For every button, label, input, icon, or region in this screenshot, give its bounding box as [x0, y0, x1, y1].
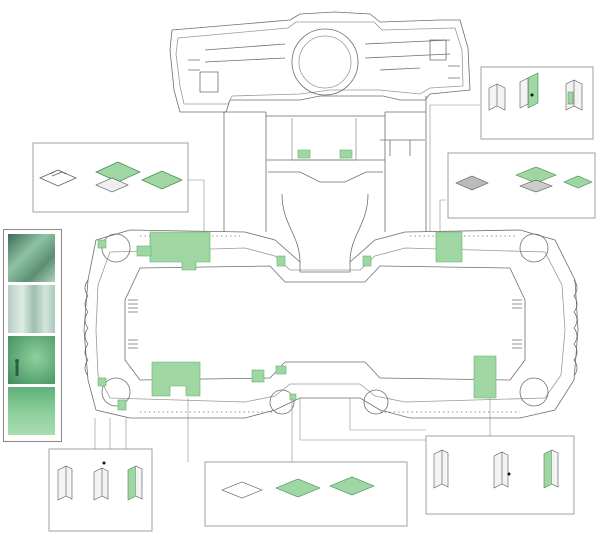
- highlighted-areas: [97, 149, 497, 411]
- callout-bottom-center: [204, 461, 408, 527]
- leader-lines: [94, 104, 491, 462]
- callout-top-right-upper: [480, 66, 594, 140]
- upper-wing-plan: [169, 11, 471, 113]
- callout-top-left: [32, 142, 189, 213]
- translucent-curtain-photo: [8, 285, 55, 333]
- glass-corridor-photo: [8, 234, 55, 282]
- central-link: [223, 96, 427, 263]
- person-silhouette: [15, 359, 19, 376]
- callout-bottom-right: [425, 435, 575, 515]
- callout-bottom-left: [48, 448, 153, 532]
- green-gradient-photo: [8, 387, 55, 435]
- callout-top-right-lower: [447, 152, 596, 219]
